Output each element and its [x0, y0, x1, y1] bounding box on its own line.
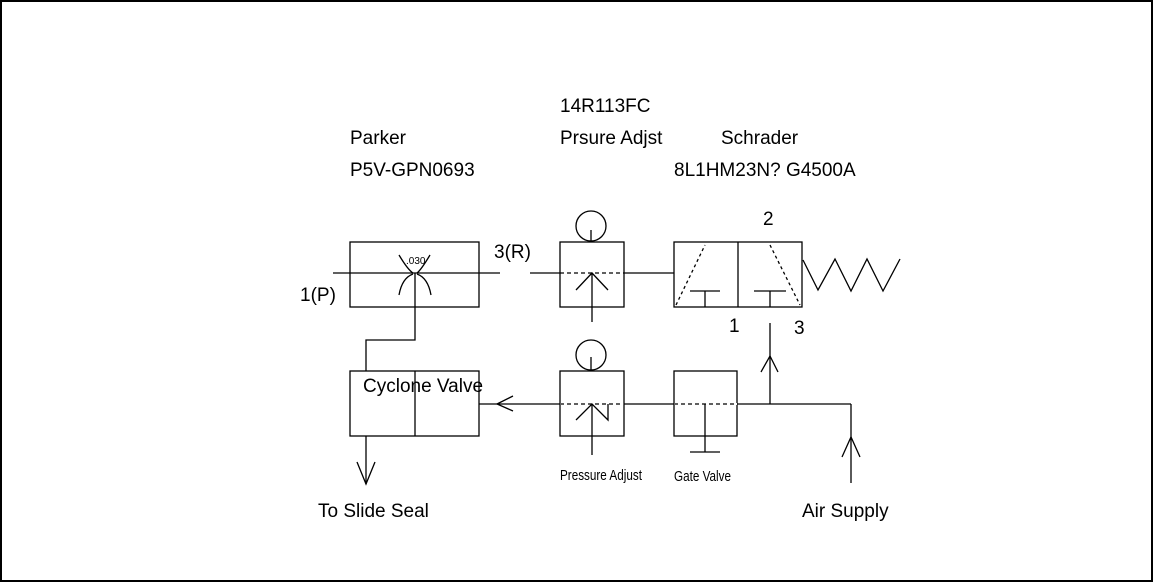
relief-arrow-icon: [575, 403, 609, 422]
port-2-label: 2: [763, 209, 774, 230]
spring-icon: [802, 257, 901, 293]
orifice-size-label: .030: [406, 256, 426, 267]
port-3r-label: 3(R): [494, 242, 531, 263]
arrow-up-icon: [760, 354, 779, 373]
port-1p-label: 1(P): [300, 285, 336, 306]
gate-valve: [673, 370, 738, 453]
port-3-label: 3: [794, 318, 805, 339]
schrader-part-label: 8L1HM23N? G4500A: [674, 160, 856, 181]
to-slide-seal-label: To Slide Seal: [318, 501, 429, 522]
pressure-adjust-label: Pressure Adjust: [560, 467, 642, 484]
parker-maker-label: Parker: [350, 128, 406, 149]
arrow-up-icon: [841, 435, 861, 458]
parker-part-label: P5V-GPN0693: [350, 160, 475, 181]
port-1-label: 1: [729, 316, 740, 337]
line-orifice-to-cyclone: [365, 273, 416, 371]
regulator-label: Prsure Adjst: [560, 128, 663, 149]
arrow-left-icon: [495, 395, 514, 412]
top-regulator: [559, 210, 625, 322]
schrader-maker-label: Schrader: [721, 128, 799, 149]
cyclone-valve-label: Cyclone Valve: [363, 376, 484, 397]
gate-valve-label: Gate Valve: [674, 468, 732, 485]
air-supply-label: Air Supply: [802, 501, 889, 522]
schrader-valve: [673, 241, 901, 308]
regulator-part-label: 14R113FC: [560, 96, 651, 117]
bottom-regulator: [559, 339, 625, 455]
arrow-down-icon: [356, 461, 376, 486]
